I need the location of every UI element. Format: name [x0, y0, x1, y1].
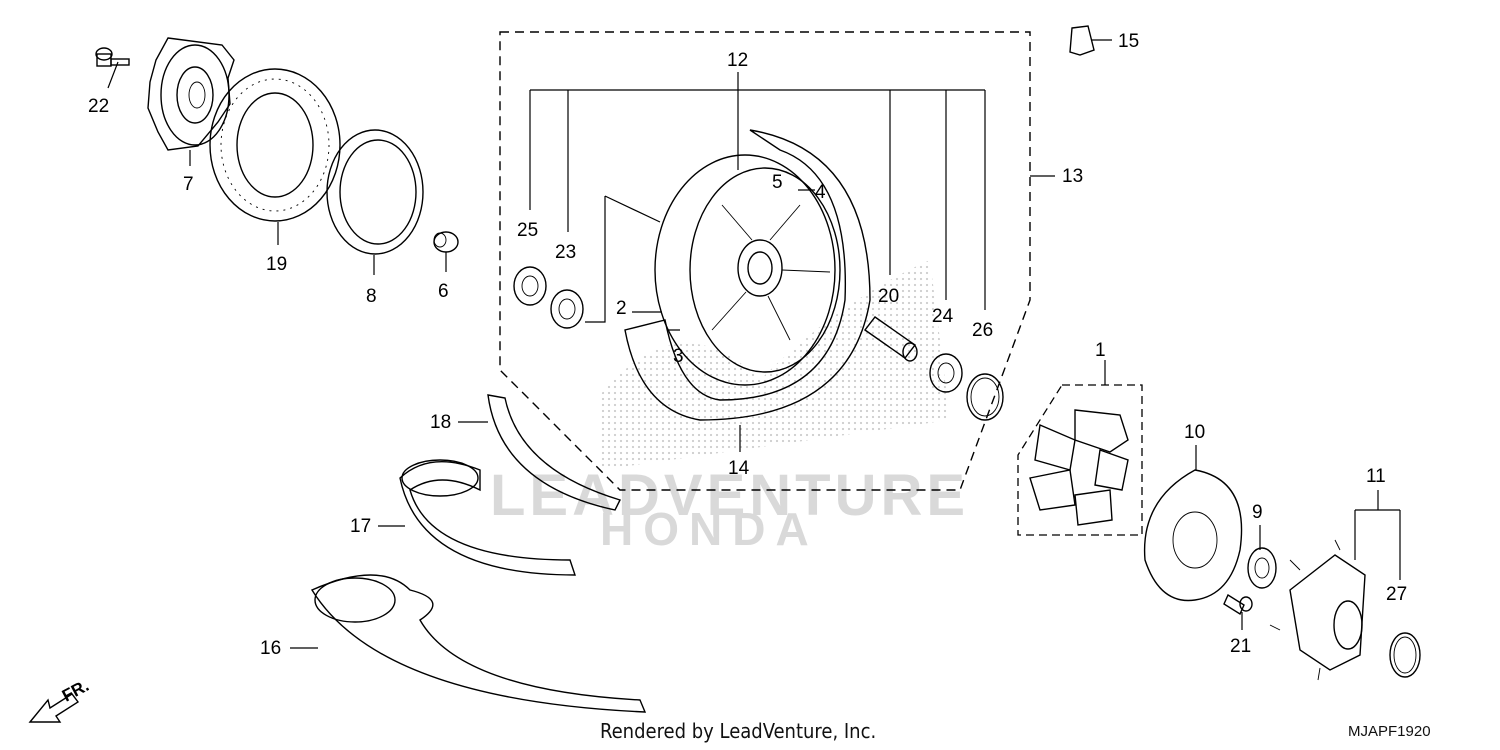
front-direction-arrow: FR. [28, 676, 92, 723]
part-12-rear-wheel [654, 154, 841, 386]
rendered-by-text: Rendered by LeadVenture, Inc. [600, 719, 876, 743]
callout-lines [107, 39, 1401, 649]
part-labels: 1 2 3 4 5 6 7 8 9 10 11 12 13 14 15 16 1… [88, 31, 1407, 659]
part-23-bearing [550, 289, 584, 329]
label-part-12[interactable]: 12 [727, 50, 748, 71]
label-part-17[interactable]: 17 [350, 516, 371, 537]
label-part-15[interactable]: 15 [1118, 31, 1139, 52]
part-24-bearing [929, 353, 963, 393]
part-6-collar [433, 231, 459, 253]
label-part-7[interactable]: 7 [183, 174, 194, 195]
part-1-damper-rubbers [1029, 409, 1129, 526]
label-part-21[interactable]: 21 [1230, 636, 1251, 657]
part-27-o-ring [1389, 632, 1421, 678]
label-part-20[interactable]: 20 [878, 286, 899, 307]
label-part-13[interactable]: 13 [1062, 166, 1083, 187]
part-14-rim-band [624, 129, 871, 421]
part-22-bolt [95, 47, 130, 67]
label-part-22[interactable]: 22 [88, 96, 109, 117]
label-part-14[interactable]: 14 [728, 458, 750, 479]
label-part-18[interactable]: 18 [430, 412, 451, 433]
label-part-3[interactable]: 3 [673, 346, 684, 367]
part-8-disc-cover-ring [326, 129, 424, 255]
part-16-tire [310, 574, 647, 713]
label-part-6[interactable]: 6 [438, 281, 449, 302]
part-11-final-driven-flange [1269, 539, 1366, 681]
label-part-1[interactable]: 1 [1095, 340, 1106, 361]
part-20-spacer [863, 316, 918, 362]
part-17-tube [399, 459, 576, 576]
label-part-24[interactable]: 24 [932, 306, 954, 327]
label-part-4[interactable]: 4 [815, 182, 826, 203]
part-19-brake-disc [209, 68, 341, 222]
diagram-code: MJAPF1920 [1348, 723, 1431, 740]
label-part-25[interactable]: 25 [517, 220, 538, 241]
part-26-o-ring [966, 373, 1004, 421]
part-9-washer [1247, 547, 1277, 589]
label-part-23[interactable]: 23 [555, 242, 576, 263]
label-part-27[interactable]: 27 [1386, 584, 1407, 605]
part-15-valve-cap [1069, 25, 1095, 56]
label-part-2[interactable]: 2 [616, 298, 627, 319]
label-part-9[interactable]: 9 [1252, 502, 1263, 523]
part-21-bolt [1223, 593, 1253, 616]
part-10-hub-plate [1143, 469, 1243, 602]
label-part-16[interactable]: 16 [260, 638, 281, 659]
wheel-assembly-boundary [499, 31, 1031, 491]
part-7-pulser-ring [147, 37, 235, 151]
label-part-5[interactable]: 5 [772, 172, 783, 193]
watermark-line2: HONDA [600, 503, 819, 555]
label-part-11[interactable]: 11 [1366, 466, 1386, 487]
part-25-bearing [513, 266, 547, 306]
label-part-19[interactable]: 19 [266, 254, 287, 275]
damper-set-boundary [1017, 384, 1143, 536]
label-part-8[interactable]: 8 [366, 286, 377, 307]
part-18-rim-band [487, 394, 621, 511]
label-part-10[interactable]: 10 [1184, 422, 1205, 443]
label-part-26[interactable]: 26 [972, 320, 993, 341]
